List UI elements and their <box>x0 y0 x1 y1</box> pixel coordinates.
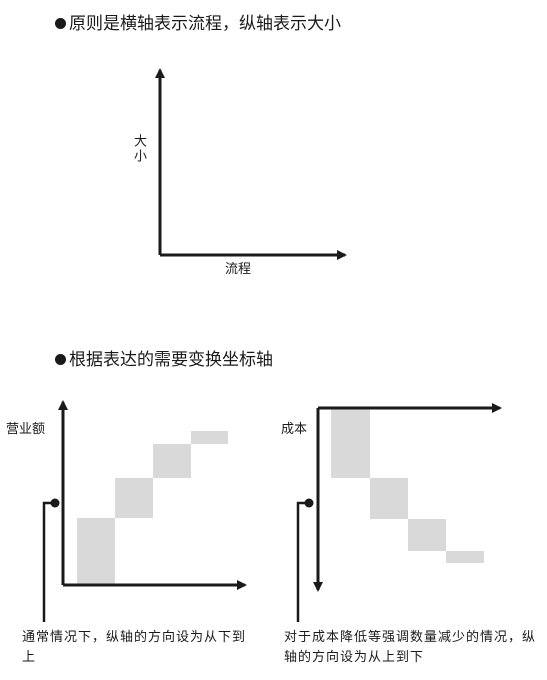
step-block-1 <box>331 409 370 478</box>
descending-chart <box>296 403 502 622</box>
basic-x-label: 流程 <box>225 262 252 277</box>
ascending-y-label: 营业额 <box>6 422 46 437</box>
right-callout-dot <box>304 498 314 508</box>
step-block-4 <box>446 551 484 563</box>
bullet-icon <box>55 354 66 365</box>
left-callout-line <box>42 501 55 622</box>
bullet-icon <box>55 18 66 29</box>
right-callout-line <box>296 501 309 622</box>
step-block-4 <box>191 431 228 444</box>
step-block-3 <box>153 444 191 478</box>
step-block-3 <box>408 519 446 551</box>
step-block-2 <box>115 478 153 518</box>
section1-heading-text: 原则是横轴表示流程，纵轴表示大小 <box>69 14 341 34</box>
section2-heading: 根据表达的需要变换坐标轴 <box>55 349 273 371</box>
basic-axes <box>155 68 347 260</box>
ascending-chart <box>42 400 247 622</box>
step-block-1 <box>77 518 115 584</box>
step-block-2 <box>370 478 408 519</box>
ascending-note: 通常情况下，纵轴的方向设为从下到上 <box>22 630 247 665</box>
left-callout-dot <box>50 498 60 508</box>
section2-heading-text: 根据表达的需要变换坐标轴 <box>69 350 273 370</box>
descending-note: 对于成本降低等强调数量减少的情况，纵轴的方向设为从上到下 <box>284 630 537 665</box>
descending-y-label: 成本 <box>281 422 308 437</box>
section1-heading: 原则是横轴表示流程，纵轴表示大小 <box>55 13 341 35</box>
basic-y-label: 大小 <box>131 134 146 164</box>
